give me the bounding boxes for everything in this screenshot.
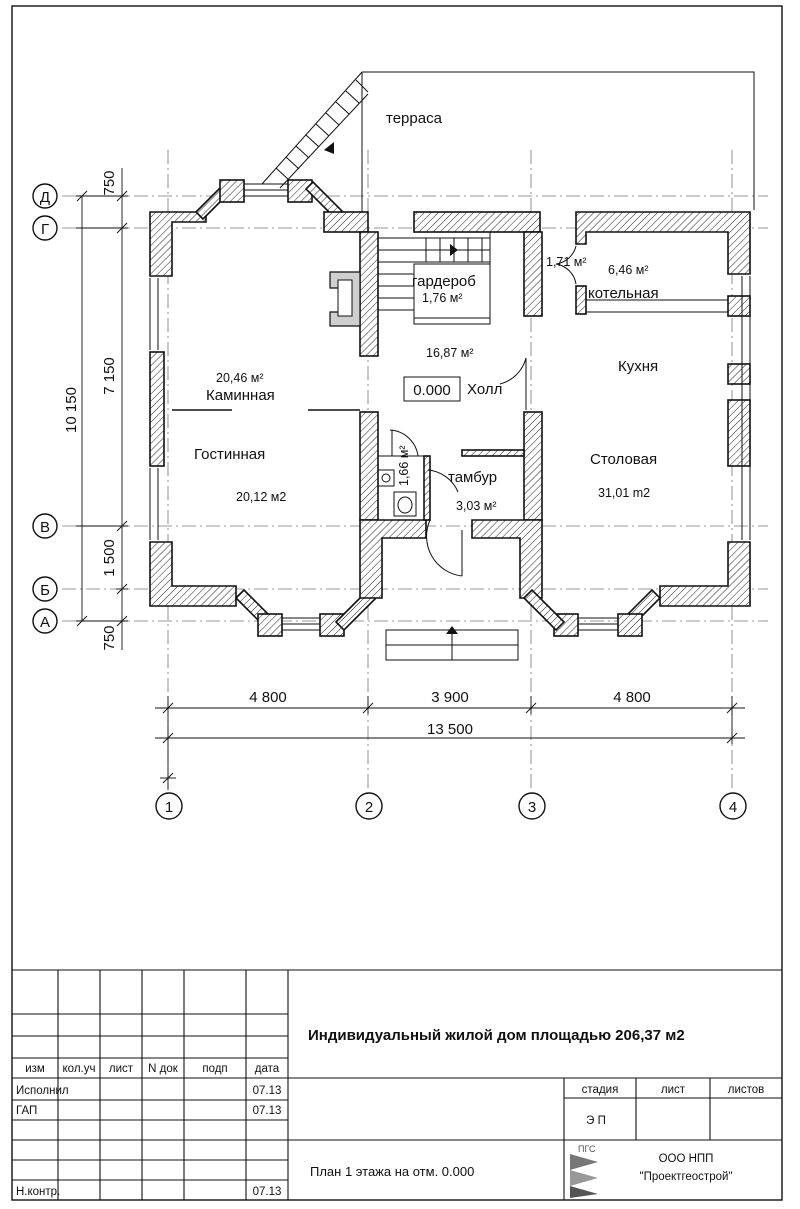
header-kol-uch: кол.уч — [63, 1063, 96, 1075]
boiler-area: 6,46 м² — [608, 263, 649, 277]
dim-v-b: 1 500 — [101, 539, 118, 577]
axis-markers-letters: Д Г В Б А — [32, 183, 58, 634]
doors — [389, 245, 577, 577]
header-izm: изм — [25, 1063, 45, 1075]
header-n-dok: N док — [148, 1063, 179, 1075]
row-role-ispolnil: Исполнил — [16, 1085, 69, 1097]
axis-label-3: 3 — [528, 799, 536, 816]
axis-label-b: Б — [40, 582, 50, 599]
axis-label-d: Д — [40, 189, 50, 206]
svg-text:ПГС: ПГС — [578, 1144, 596, 1154]
axis-label-1: 1 — [165, 799, 173, 816]
dining-room-area: 31,01 m2 — [598, 486, 650, 500]
header-list: лист — [109, 1063, 134, 1075]
axis-label-v: В — [40, 519, 50, 536]
sheet-frame — [11, 5, 783, 1201]
axis-markers-numbers: 1 2 3 4 — [155, 792, 747, 820]
company-logo-icon: ПГС — [570, 1144, 598, 1198]
kitchen-name: Кухня — [618, 358, 658, 375]
row-role-gap: ГАП — [16, 1105, 37, 1117]
title-block: изм кол.уч лист N док подп дата Исполнил… — [12, 969, 782, 1200]
wardrobe-area: 1,76 м² — [422, 291, 463, 305]
stair-and-fixtures — [329, 232, 519, 661]
wardrobe-name: гардероб — [412, 273, 476, 290]
sink-icon — [377, 469, 395, 487]
wc-area: 1,66 м² — [397, 445, 411, 486]
stair-arrow-icon — [450, 244, 458, 256]
level-mark: 0.000 — [413, 382, 451, 399]
vestibule-area: 3,03 м² — [456, 499, 497, 513]
dim-total-horizontal: 13 500 — [427, 721, 473, 738]
project-title: Индивидуальный жилой дом площадью 206,37… — [308, 1027, 685, 1044]
row-role-nkontr: Н.контр. — [16, 1186, 60, 1198]
living-room-area: 20,12 м2 — [236, 490, 286, 504]
sheets-header: листов — [728, 1084, 765, 1096]
dim-span-2-3: 3 900 — [431, 689, 469, 706]
axis-label-4: 4 — [729, 799, 737, 816]
living-room-name: Гостинная — [194, 446, 265, 463]
boiler-name: котельная — [588, 285, 659, 302]
company-line1: ООО НПП — [659, 1153, 714, 1165]
fireplace-room-area: 20,46 м² — [216, 371, 264, 385]
dim-total-vertical: 10 150 — [63, 387, 80, 433]
axis-label-a: А — [40, 614, 50, 631]
row-date-ispolnil: 07.13 — [253, 1085, 282, 1097]
walls — [149, 179, 751, 637]
hall-name: Холл — [467, 381, 502, 398]
sheet-header: лист — [661, 1084, 686, 1096]
level-mark-box — [403, 376, 461, 402]
boiler-corridor-area: 1,71 м² — [546, 255, 587, 269]
row-date-nkontr: 07.13 — [253, 1186, 282, 1198]
sheet-title: План 1 этажа на отм. 0.000 — [310, 1164, 474, 1179]
dim-a-out: 750 — [101, 625, 118, 650]
toilet-icon — [393, 491, 417, 517]
entry-arrow-icon — [446, 626, 458, 634]
row-date-gap: 07.13 — [253, 1105, 282, 1117]
dimension-lines-bottom: 4 800 3 900 4 800 13 500 — [155, 689, 745, 790]
vestibule-name: тамбур — [448, 469, 497, 486]
hall-area: 16,87 м² — [426, 346, 474, 360]
stage-value: Э П — [586, 1115, 606, 1127]
dim-g-v: 7 150 — [101, 357, 118, 395]
dim-span-3-4: 4 800 — [613, 689, 651, 706]
terrace: терраса — [261, 71, 755, 212]
company-line2: "Проектгеострой" — [639, 1171, 732, 1183]
terrace-label: терраса — [386, 110, 443, 127]
axis-label-g: Г — [41, 221, 49, 238]
header-podp: подп — [202, 1063, 227, 1075]
dim-d-g: 750 — [101, 170, 118, 195]
axis-label-2: 2 — [365, 799, 373, 816]
terrace-stair-arrow-icon — [324, 142, 334, 154]
stage-header: стадия — [582, 1084, 619, 1096]
header-data: дата — [255, 1063, 280, 1075]
fireplace-room-name: Каминная — [206, 387, 275, 404]
dining-room-name: Столовая — [590, 451, 657, 468]
dim-span-1-2: 4 800 — [249, 689, 287, 706]
dimension-lines-left: 750 7 150 1 500 750 10 150 — [63, 168, 128, 651]
room-labels: гардероб 1,76 м² 1,71 м² 6,46 м² котельн… — [194, 255, 659, 513]
